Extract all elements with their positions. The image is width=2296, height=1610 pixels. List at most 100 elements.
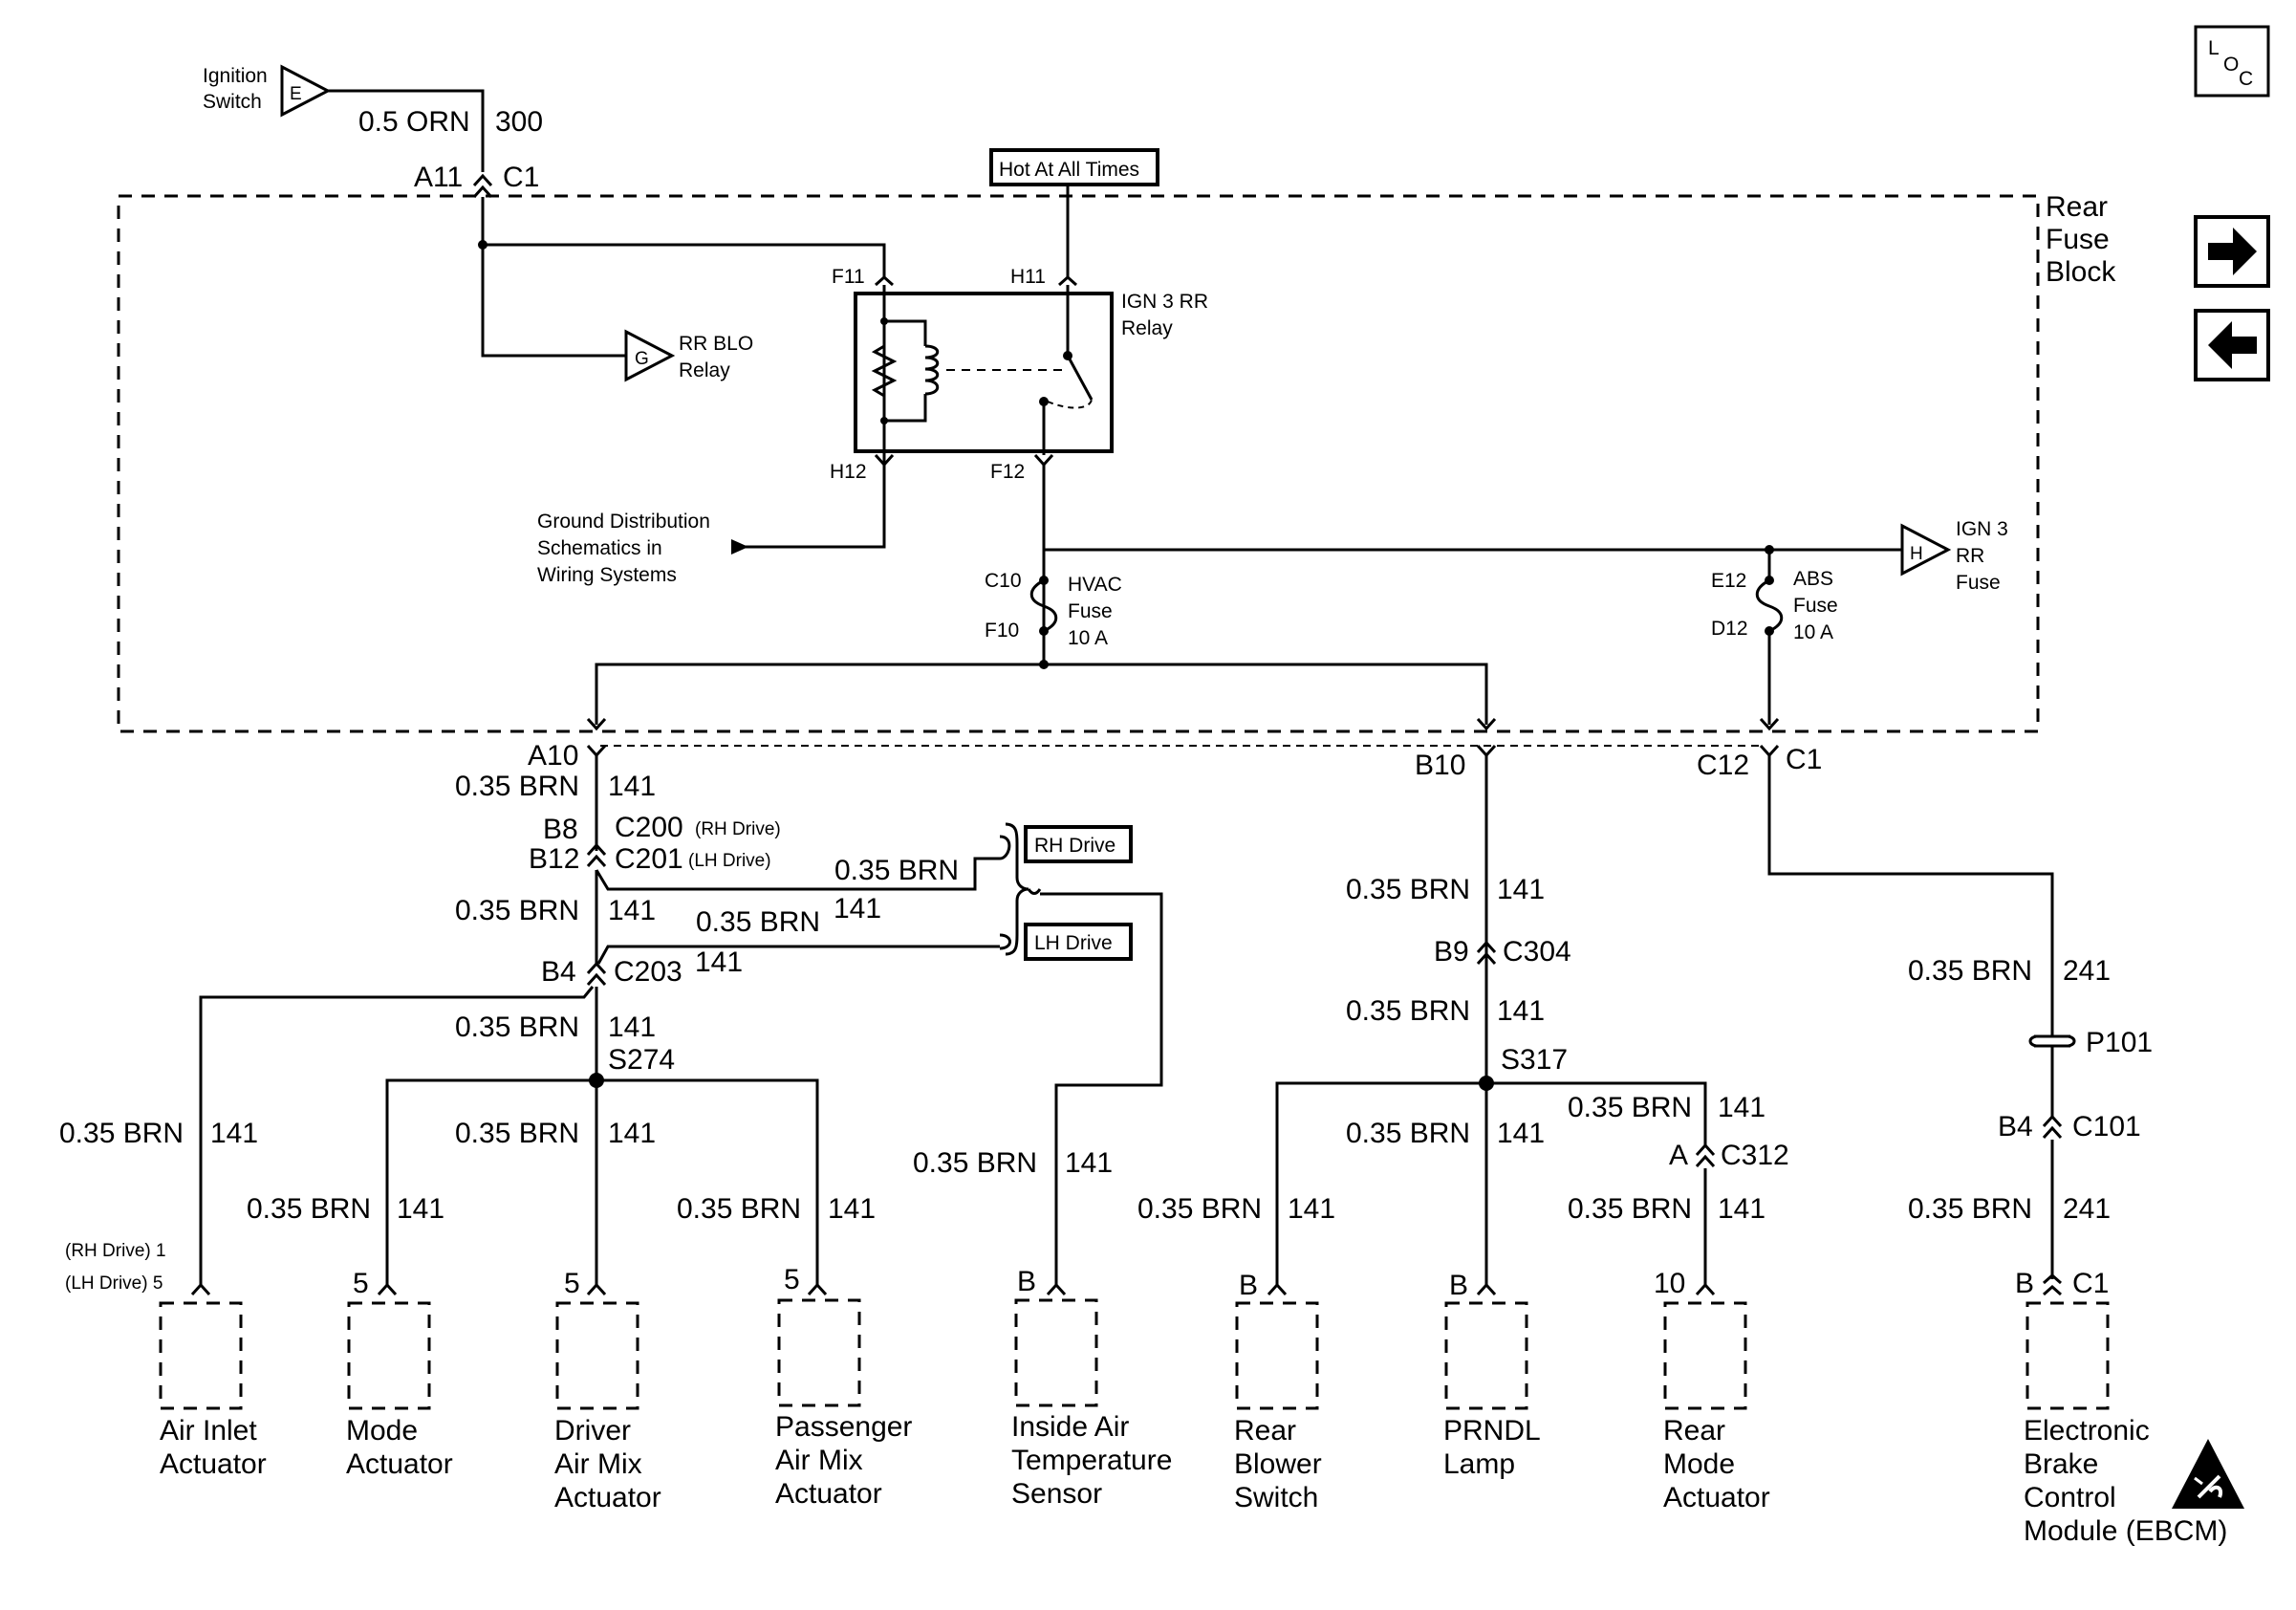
air-inlet-rh-pin: (RH Drive) 1 bbox=[65, 1241, 166, 1261]
prndl-circuit: 141 bbox=[1497, 1118, 1545, 1149]
air-inlet-name-2: Actuator bbox=[160, 1448, 267, 1480]
pass-mix-name-3: Actuator bbox=[775, 1478, 882, 1510]
prndl-pin: B bbox=[1449, 1270, 1468, 1301]
prndl-lamp: 0.35 BRN 141 B PRNDL Lamp bbox=[1346, 1118, 1545, 1480]
ignition-circuit: 300 bbox=[495, 106, 543, 138]
inside-air-name-3: Sensor bbox=[1011, 1478, 1102, 1510]
fuse-block-title-2: Fuse bbox=[2046, 224, 2110, 255]
hvac-label-2: Fuse bbox=[1068, 600, 1113, 622]
connector-c200: C200 bbox=[615, 812, 683, 843]
connector-c201: C201 bbox=[615, 843, 683, 875]
rr-blo-label-2: Relay bbox=[679, 359, 730, 381]
rear-fuse-block-title: Rear Fuse Block bbox=[2046, 191, 2116, 288]
driver-mix-name-2: Air Mix bbox=[554, 1448, 642, 1480]
middle-wire-2: 0.35 BRN bbox=[1346, 995, 1470, 1027]
p101-label: P101 bbox=[2086, 1027, 2153, 1058]
next-page-button[interactable] bbox=[2194, 215, 2270, 288]
pass-mix-name-2: Air Mix bbox=[775, 1445, 863, 1476]
inside-air-name-2: Temperature bbox=[1011, 1445, 1172, 1476]
pin-b9: B9 bbox=[1434, 936, 1469, 968]
splice-s274: S274 bbox=[608, 1044, 675, 1076]
inside-air-pin: B bbox=[1017, 1266, 1036, 1297]
hot-at-all-times-label: Hot At All Times bbox=[989, 148, 1159, 277]
passenger-air-mix-actuator: 0.35 BRN 141 5 Passenger Air Mix Actuato… bbox=[677, 1193, 912, 1510]
mode-name-2: Actuator bbox=[346, 1448, 453, 1480]
rear-mode-name-1: Rear bbox=[1663, 1415, 1725, 1447]
hvac-pin-bottom: F10 bbox=[985, 620, 1019, 642]
ebcm-name-1: Electronic bbox=[2024, 1415, 2150, 1447]
left-wire-2: 0.35 BRN bbox=[455, 895, 579, 926]
mode-actuator: 0.35 BRN 141 5 Mode Actuator bbox=[247, 1193, 453, 1480]
mode-circuit: 141 bbox=[397, 1193, 444, 1225]
ebcm-name-4: Module (EBCM) bbox=[2024, 1515, 2227, 1547]
connector-c304-symbol bbox=[1476, 940, 1497, 966]
hvac-label-3: 10 A bbox=[1068, 627, 1108, 649]
rh-drive-label: RH Drive bbox=[1024, 825, 1133, 863]
left-circuit-3: 141 bbox=[608, 1012, 656, 1043]
abs-pin-bottom: D12 bbox=[1711, 618, 1748, 640]
fuse-block-title-1: Rear bbox=[2046, 191, 2108, 223]
rear-blower-wire: 0.35 BRN bbox=[1137, 1193, 1262, 1225]
pass-mix-wire: 0.35 BRN bbox=[677, 1193, 801, 1225]
pass-mix-circuit: 141 bbox=[828, 1193, 876, 1225]
rear-blower-pin: B bbox=[1239, 1270, 1258, 1301]
pin-b4-c203: B4 bbox=[541, 956, 576, 988]
loc-label-c: C bbox=[2239, 68, 2253, 90]
connector-c203-symbol bbox=[586, 961, 607, 987]
driver-mix-name-1: Driver bbox=[554, 1415, 631, 1447]
ebcm: 0.35 BRN 241 P101 B4 C101 0.35 BRN 241 B… bbox=[1908, 955, 2244, 1547]
ebcm-circuit-2: 241 bbox=[2063, 1193, 2111, 1225]
ground-distribution-ref: Ground Distribution Schematics in Wiring… bbox=[537, 511, 748, 586]
connector-c203: C203 bbox=[614, 956, 682, 988]
rr-blo-relay-ref: G RR BLO Relay bbox=[624, 329, 753, 382]
c201-note: (LH Drive) bbox=[688, 851, 771, 871]
lh-drive-text: LH Drive bbox=[1034, 932, 1113, 954]
hot-label-text: Hot At All Times bbox=[999, 159, 1139, 181]
rear-blower-switch: 0.35 BRN 141 B Rear Blower Switch bbox=[1137, 1193, 1335, 1513]
air-inlet-lh-pin: (LH Drive) 5 bbox=[65, 1273, 162, 1294]
rear-mode-wire: 0.35 BRN bbox=[1568, 1193, 1692, 1225]
ign3-label-1: IGN 3 bbox=[1956, 518, 2008, 540]
rear-mode-pin: 10 bbox=[1654, 1268, 1685, 1299]
ebcm-pin-b4: B4 bbox=[1998, 1111, 2033, 1142]
loc-button[interactable]: L O C bbox=[2194, 25, 2270, 98]
p101-pass-through bbox=[2028, 1034, 2076, 1048]
ignition-label-1: Ignition bbox=[203, 65, 268, 87]
ign3-letter: H bbox=[1910, 544, 1923, 564]
hvac-label-1: HVAC bbox=[1068, 574, 1122, 596]
middle-wire-1: 0.35 BRN bbox=[1346, 874, 1470, 905]
pin-b8: B8 bbox=[543, 814, 578, 845]
connector-c1-top: C1 bbox=[503, 162, 539, 193]
pin-b10: B10 bbox=[1415, 750, 1465, 781]
left-wire-1: 0.35 BRN bbox=[455, 771, 579, 802]
previous-page-button[interactable] bbox=[2194, 309, 2270, 381]
driver-mix-wire: 0.35 BRN bbox=[455, 1118, 579, 1149]
pin-a11: A11 bbox=[414, 162, 463, 193]
mode-wire: 0.35 BRN bbox=[247, 1193, 371, 1225]
connector-c312: C312 bbox=[1721, 1140, 1789, 1171]
pin-a10: A10 bbox=[528, 740, 578, 772]
pass-mix-pin: 5 bbox=[784, 1264, 800, 1295]
air-inlet-actuator: 0.35 BRN 141 (RH Drive) 1 (LH Drive) 5 A… bbox=[59, 1118, 267, 1480]
driver-air-mix-actuator: 0.35 BRN 141 5 Driver Air Mix Actuator bbox=[455, 1118, 661, 1513]
c200-note: (RH Drive) bbox=[695, 819, 781, 839]
rear-mode-wire-a: 0.35 BRN bbox=[1568, 1092, 1692, 1123]
middle-circuit-1: 141 bbox=[1497, 874, 1545, 905]
pin-f12: F12 bbox=[990, 461, 1025, 483]
loc-label-l: L bbox=[2208, 37, 2220, 59]
ground-label-1: Ground Distribution bbox=[537, 511, 710, 533]
abs-pin-top: E12 bbox=[1711, 570, 1746, 592]
ignition-wire-color: 0.5 ORN bbox=[358, 106, 470, 138]
abs-label-2: Fuse bbox=[1793, 595, 1838, 617]
rh-drive-text: RH Drive bbox=[1034, 835, 1116, 857]
rear-fuse-block-outline bbox=[117, 194, 2040, 733]
connector-c1-bottom: C1 bbox=[1786, 744, 1822, 775]
rear-mode-circuit-a: 141 bbox=[1718, 1092, 1765, 1123]
lh-wire: 0.35 BRN bbox=[696, 906, 820, 938]
driver-mix-pin: 5 bbox=[564, 1268, 580, 1299]
rear-mode-name-2: Mode bbox=[1663, 1448, 1735, 1480]
loc-label-o: O bbox=[2223, 54, 2239, 76]
connector-a11-symbol bbox=[472, 173, 493, 199]
rear-mode-actuator: 0.35 BRN 141 A C312 0.35 BRN 141 10 Rear… bbox=[1568, 1092, 1789, 1513]
splice-s317: S317 bbox=[1501, 1044, 1568, 1076]
